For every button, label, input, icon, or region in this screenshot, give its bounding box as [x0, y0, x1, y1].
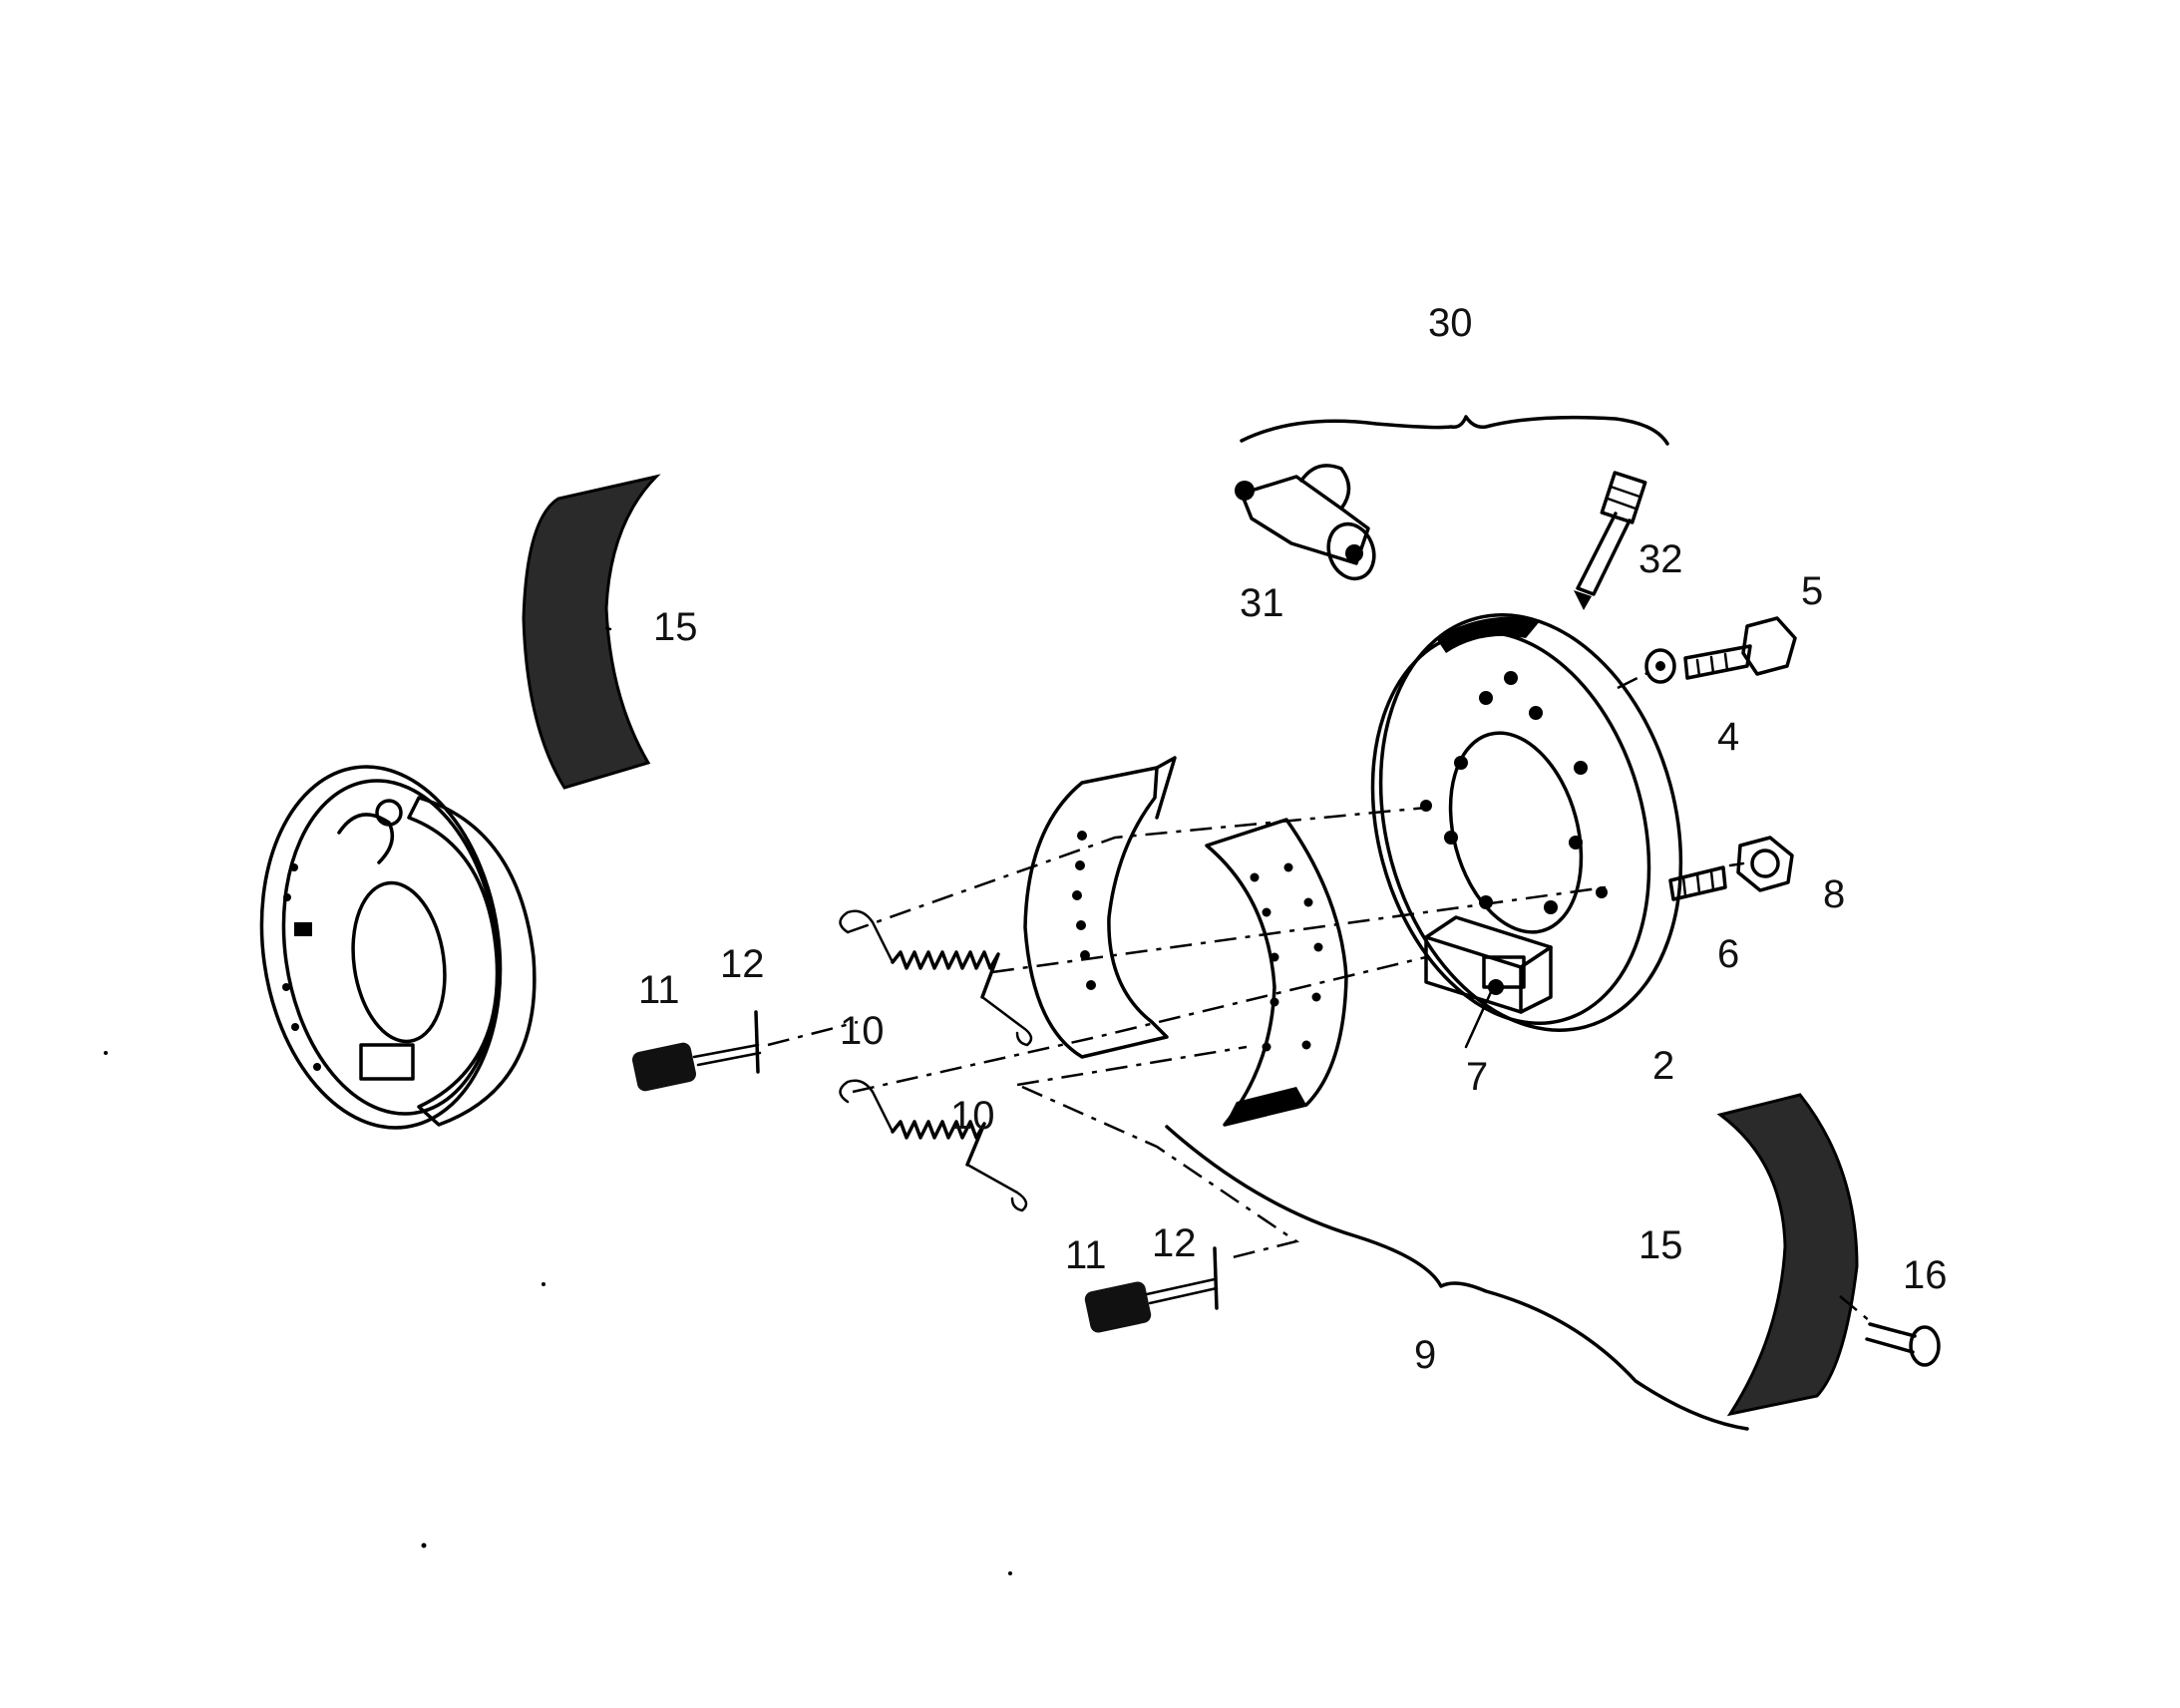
callout-12-lower: 12 — [1152, 1221, 1197, 1265]
scan-speck — [542, 1282, 545, 1286]
leader-7 — [1464, 990, 1493, 1049]
callout-7: 7 — [1466, 1055, 1488, 1099]
backing-plate — [1370, 613, 1683, 1032]
hold-down-spring-upper — [631, 1010, 859, 1092]
return-spring-upper — [839, 909, 1033, 1047]
return-spring-lower — [839, 1079, 1028, 1212]
group-brace-9 — [1165, 1125, 1749, 1431]
hold-down-spring-lower — [1084, 1246, 1219, 1333]
callout-31: 31 — [1240, 581, 1284, 625]
callout-8: 8 — [1823, 872, 1845, 916]
callout-15-bottom: 15 — [1638, 1223, 1683, 1267]
callout-15-top: 15 — [653, 605, 698, 649]
scan-speck — [104, 1051, 108, 1055]
callout-6: 6 — [1717, 932, 1739, 976]
lining-15-bottom — [1716, 1093, 1859, 1417]
assembly-guide-lines — [847, 806, 1607, 1260]
callout-5: 5 — [1801, 569, 1823, 613]
wheel-cylinder — [1235, 464, 1376, 581]
scan-speck — [1008, 1571, 1012, 1575]
callout-2: 2 — [1652, 1044, 1674, 1088]
brake-shoe — [1023, 756, 1177, 1059]
group-brace-30 — [1240, 415, 1669, 446]
callout-4: 4 — [1717, 715, 1739, 759]
callout-10-upper: 10 — [840, 1009, 885, 1053]
leader-15-top — [604, 626, 612, 631]
callout-16: 16 — [1903, 1253, 1948, 1297]
bolt-and-washer — [1617, 616, 1797, 690]
stud-and-nut — [1668, 836, 1794, 901]
brake-shoe-with-lining — [1205, 818, 1348, 1127]
leader-8 — [1728, 861, 1745, 867]
callout-9: 9 — [1414, 1333, 1436, 1377]
callout-10-lower: 10 — [950, 1094, 995, 1138]
scan-speck — [421, 1542, 427, 1548]
assembled-brake-drawing — [259, 765, 537, 1130]
callout-11-upper: 11 — [638, 968, 680, 1012]
callout-30: 30 — [1428, 301, 1473, 345]
lining-15-top — [522, 474, 661, 790]
callout-11-lower: 11 — [1065, 1233, 1107, 1277]
callout-12-upper: 12 — [720, 942, 765, 986]
callout-32: 32 — [1638, 537, 1683, 581]
rivet — [1839, 1295, 1941, 1367]
bleed-screw — [1574, 471, 1647, 610]
